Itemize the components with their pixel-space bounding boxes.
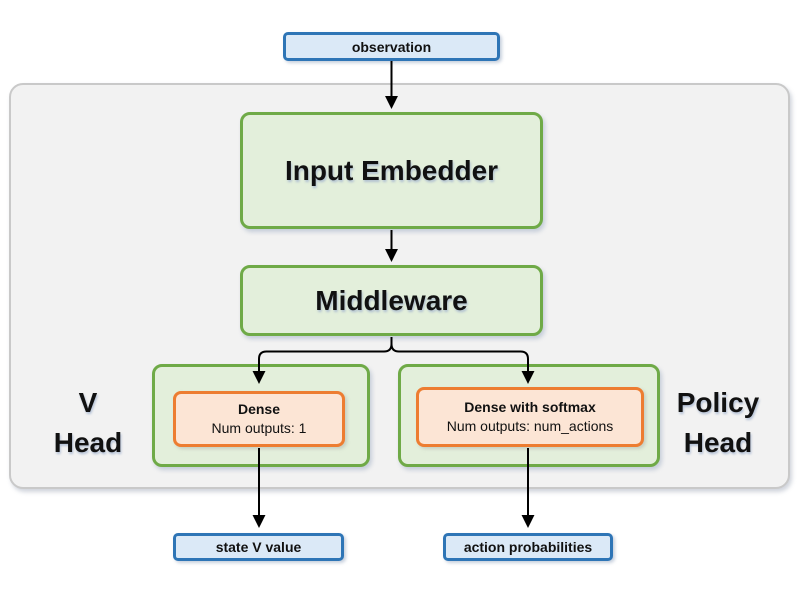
action-probabilities-node: action probabilities <box>443 533 613 561</box>
observation-label: observation <box>351 38 432 55</box>
v-head-dense-node: Dense Num outputs: 1 <box>173 391 345 447</box>
v-head-label: V Head <box>33 383 143 463</box>
input-embedder-node: Input Embedder <box>240 112 543 229</box>
state-v-value-label: state V value <box>215 539 302 555</box>
policy-head-label-line1: Policy <box>676 387 760 418</box>
policy-head-label-line2: Head <box>683 427 753 458</box>
v-head-label-line1: V <box>78 387 98 418</box>
policy-head-label: Policy Head <box>657 383 779 463</box>
policy-head-dense-title: Dense with softmax <box>464 399 596 415</box>
state-v-value-node: state V value <box>173 533 344 561</box>
action-probabilities-label: action probabilities <box>463 539 593 555</box>
policy-head-dense-node: Dense with softmax Num outputs: num_acti… <box>416 387 644 447</box>
middleware-node: Middleware <box>240 265 543 336</box>
v-head-dense-title: Dense <box>237 401 281 417</box>
input-embedder-label: Input Embedder <box>284 154 499 186</box>
middleware-label: Middleware <box>315 284 468 316</box>
v-head-dense-subtitle: Num outputs: 1 <box>211 420 307 436</box>
policy-head-dense-subtitle: Num outputs: num_actions <box>446 418 614 434</box>
v-head-label-line2: Head <box>53 427 123 458</box>
observation-node: observation <box>283 32 500 61</box>
